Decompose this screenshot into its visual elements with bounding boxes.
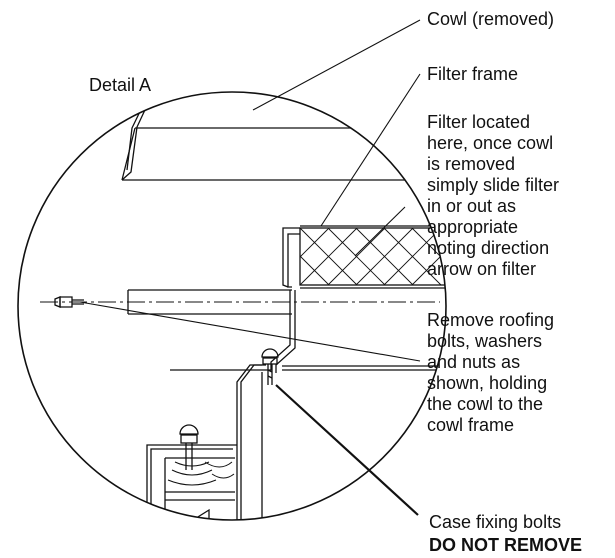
detail-title: Detail A (89, 75, 152, 95)
do-not-remove-warning: DO NOT REMOVE (429, 535, 583, 555)
case-fixing-bolt (261, 348, 279, 385)
cowl-label: Cowl (removed) (427, 9, 555, 29)
filter-located-line: is removed (427, 154, 516, 174)
case-fixing-label: Case fixing bolts (429, 512, 562, 532)
filter-located-line: noting direction (427, 238, 550, 258)
filter-frame-label: Filter frame (427, 64, 519, 84)
remove-roofing-line: shown, holding (427, 373, 548, 393)
remove-roofing-line: Remove roofing (427, 310, 555, 330)
lower-casework (146, 424, 237, 520)
filter-located-line: appropriate (427, 217, 519, 237)
filter-located-label: Filter located here, once cowl is remove… (427, 112, 559, 280)
remove-roofing-line: the cowl to the (427, 394, 544, 414)
cowl-frame-part (170, 290, 446, 520)
remove-roofing-line: bolts, washers (427, 331, 543, 351)
leader-case-fixing (275, 384, 419, 516)
detail-circle (17, 91, 447, 521)
leader-remove-roofing (79, 301, 421, 362)
leader-filter-located (354, 206, 406, 257)
filter-frame-part (282, 225, 446, 289)
filter-located-line: here, once cowl (427, 133, 554, 153)
filter-located-line: Filter located (427, 112, 531, 132)
cowl-part (121, 96, 446, 181)
filter-located-line: simply slide filter (427, 175, 560, 195)
remove-roofing-line: cowl frame (427, 415, 515, 435)
roofing-bolt-removed (54, 296, 84, 308)
leader-filter-frame (320, 73, 421, 227)
filter-located-line: in or out as (427, 196, 517, 216)
remove-roofing-line: and nuts as (427, 352, 521, 372)
leader-cowl (252, 19, 421, 111)
remove-roofing-label: Remove roofing bolts, washers and nuts a… (427, 310, 554, 436)
filter-located-line: arrow on filter (427, 259, 537, 279)
